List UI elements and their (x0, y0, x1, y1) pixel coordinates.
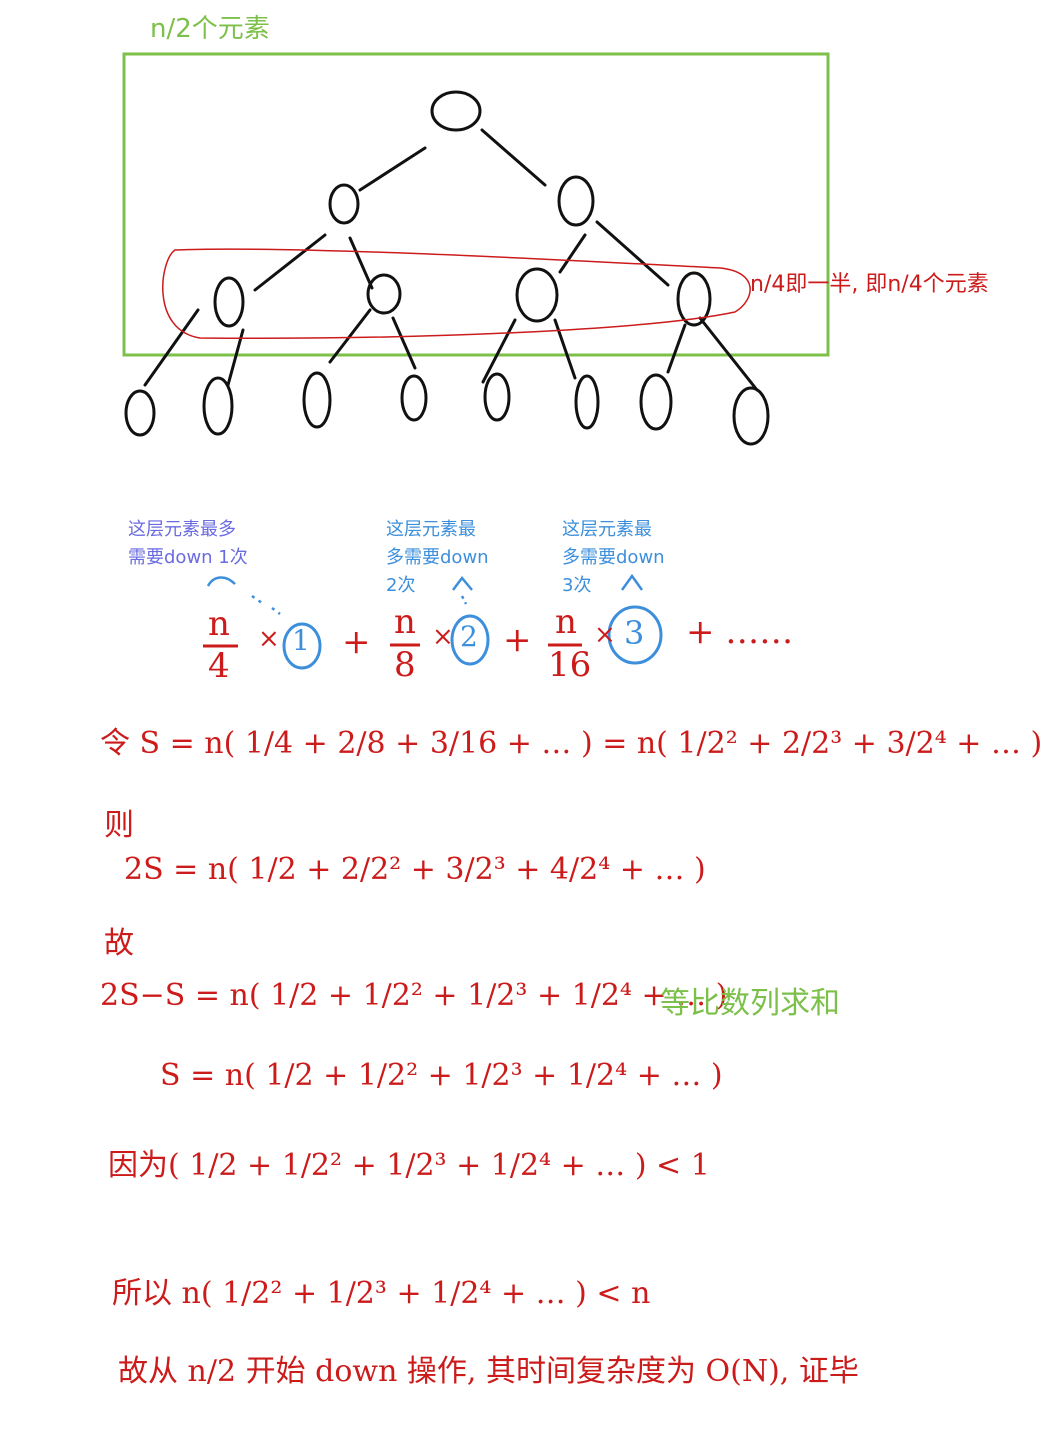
red-lasso (162, 248, 751, 340)
sum-t3-mul: 3 (624, 614, 645, 652)
sum-t3-den: 16 (548, 645, 592, 685)
node-rr (676, 271, 712, 327)
tree-nodes (124, 90, 770, 446)
tree-edges (143, 128, 759, 392)
layer3-note-line3: 3次 (562, 575, 592, 596)
line-s: S = n( 1/2 + 1/2² + 1/2³ + 1/2⁴ + … ) (160, 1058, 723, 1093)
leaf-5 (483, 372, 511, 422)
leaf-6 (574, 374, 600, 430)
sum-fraction-bars (203, 643, 582, 648)
top-note: n/2个元素 (150, 14, 270, 44)
sum-t2-den: 8 (394, 645, 416, 685)
leaf-3 (302, 371, 332, 429)
caret-2-dash (460, 595, 468, 605)
layer3-note-line1: 这层元素最 (562, 519, 652, 540)
line-then-label: 则 (104, 808, 134, 843)
node-root (430, 90, 482, 132)
green-box (122, 52, 830, 357)
layer2-note-line2: 多需要down (386, 547, 489, 568)
layer2-note-line1: 这层元素最 (386, 519, 476, 540)
layer3-note-line2: 多需要down (562, 547, 665, 568)
layer2-note-line3: 2次 (386, 575, 416, 596)
leaf-7 (639, 373, 673, 431)
sum-t3-num: n (555, 602, 577, 642)
line-let: 令 S = n( 1/4 + 2/8 + 3/16 + … ) = n( 1/2… (100, 726, 1042, 761)
line-so-label: 故 (104, 926, 134, 961)
line-2s: 2S = n( 1/2 + 2/2² + 3/2³ + 4/2⁴ + … ) (124, 852, 706, 887)
geo-note: 等比数列求和 (660, 986, 840, 1021)
blue-arrows (206, 573, 644, 615)
blue-circles (282, 605, 663, 670)
layer1-note-line2: 需要down 1次 (128, 547, 248, 568)
layer3-note: 这层元素最 多需要down 3次 (562, 516, 665, 600)
node-r (557, 175, 595, 227)
sum-t2-times: × (432, 622, 454, 652)
line-therefore: 所以 n( 1/2² + 1/2³ + 1/2⁴ + … ) < n (112, 1276, 651, 1311)
sum-t1-den: 4 (208, 646, 230, 686)
circle-3 (607, 605, 663, 665)
node-l (328, 183, 360, 225)
node-ll (213, 276, 245, 328)
layer1-note: 这层元素最多 需要down 1次 (128, 516, 248, 572)
sum-t1-mul: 1 (292, 624, 310, 657)
node-rl (515, 267, 559, 323)
caret-1 (206, 576, 236, 587)
caret-2 (452, 575, 473, 591)
leaf-2 (202, 376, 234, 436)
caret-dots-1 (251, 594, 281, 615)
line-conclusion: 故从 n/2 开始 down 操作, 其时间复杂度为 O(N), 证毕 (118, 1354, 859, 1389)
node-lr (366, 273, 402, 315)
sum-t2-mul: 2 (460, 620, 478, 653)
layer1-note-line1: 这层元素最多 (128, 519, 236, 540)
leaf-8 (732, 386, 770, 446)
line-because: 因为( 1/2 + 1/2² + 1/2³ + 1/2⁴ + … ) < 1 (108, 1148, 710, 1183)
sum-t2-num: n (394, 602, 416, 642)
caret-3 (620, 573, 644, 591)
side-note: n/4即一半, 即n/4个元素 (750, 272, 989, 297)
sum-plus-2: + (503, 620, 532, 660)
leaf-4 (400, 374, 428, 422)
circle-1 (282, 622, 322, 670)
circle-2 (450, 614, 490, 666)
sum-t1-times: × (258, 624, 280, 654)
leaf-1 (124, 389, 156, 437)
line-diff: 2S−S = n( 1/2 + 1/2² + 1/2³ + 1/2⁴ + … ) (100, 978, 728, 1013)
sum-tail: + …… (686, 612, 794, 652)
sum-t1-num: n (208, 604, 230, 644)
sum-plus-1: + (342, 622, 371, 662)
layer2-note: 这层元素最 多需要down 2次 (386, 516, 489, 600)
sum-t3-times: × (594, 620, 616, 650)
